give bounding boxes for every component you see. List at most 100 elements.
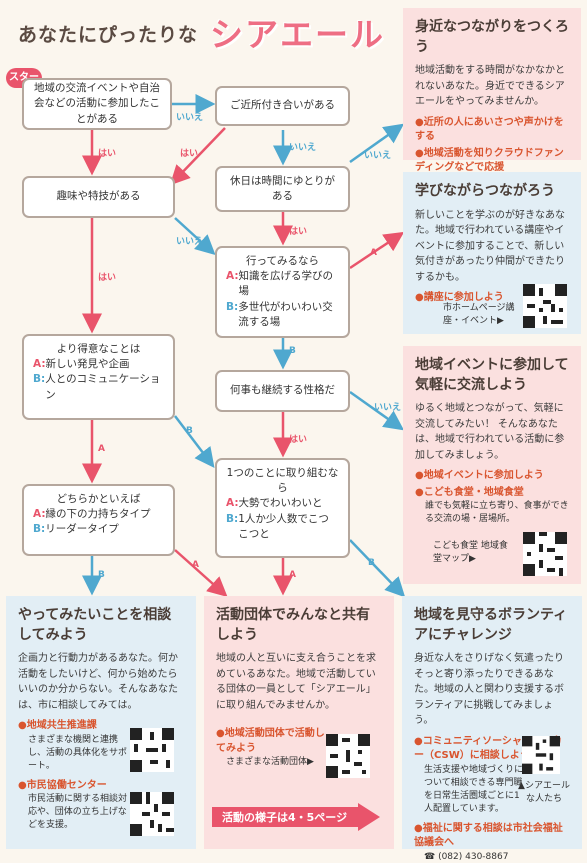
result-body: 地域の人と互いに支え合うことを求めているあなた。地域で活動している団体の一員とし… [216, 653, 376, 711]
result-bullet: ●地域活動を知りクラウドファンディングなどで応援 [415, 147, 564, 174]
label-yes: はい [98, 149, 117, 159]
result-bullet-note: 誰でも気軽に立ち寄り、食事ができる交流の場・居場所。 [425, 501, 569, 525]
label-no: いいえ [176, 113, 204, 123]
question-text: 休日は時間にゆとりがある [230, 174, 335, 202]
groups-link[interactable]: さまざまな活動団体▶ [226, 757, 314, 768]
option-a-key: A: [226, 497, 239, 510]
label-a: A [370, 248, 377, 258]
label-no: いいえ [289, 143, 317, 153]
option-b-key: B: [226, 300, 239, 313]
option-b: リーダータイプ [45, 523, 119, 536]
option-b-key: B: [33, 373, 46, 386]
result-panel-consult: やってみたいことを相談してみよう 企画力と行動力があるあなた。何か活動をしたいけ… [6, 596, 196, 849]
option-a: 新しい発見や企画 [45, 358, 130, 371]
qr-code-icon[interactable] [522, 736, 560, 774]
label-yes: はい [289, 227, 308, 237]
qr-code-icon[interactable] [523, 284, 567, 328]
qr-code-icon[interactable] [130, 792, 174, 836]
city-website-link[interactable]: 市ホームページ講座・イベント▶ [443, 303, 515, 326]
label-b: B [289, 346, 296, 356]
option-b: 多世代がわいわい交流する場 [238, 300, 333, 328]
phone-number: ☎ (082) 430-8867 [424, 851, 509, 862]
result-bullet: ●講座に参加しよう [415, 292, 504, 304]
option-a-key: A: [226, 270, 239, 283]
question-text: 何事も継続する性格だ [230, 384, 335, 397]
result-panel-close-ties: 身近なつながりをつくろう 地域活動をする時間がなかなかとれないあなた。身近ででき… [403, 8, 581, 173]
result-body: 新しいことを学ぶのが好きなあなた。地域で行われている講座やイベントに参加すること… [415, 209, 565, 283]
label-a: A [289, 570, 296, 580]
result-bullet: ●地域イベントに参加しよう [415, 470, 544, 482]
result-bullet: ●市民協働センター [18, 779, 107, 791]
result-bullet: ●近所の人にあいさつや声かけをする [415, 116, 564, 143]
question-text: 趣味や特技がある [56, 190, 141, 203]
result-panel-learn: 学びながらつながろう 新しいことを学ぶのが好きなあなた。地域で行われている講座や… [403, 172, 581, 334]
result-body: 企画力と行動力があるあなた。何か活動をしたいけど、何から始めたらいいのか分からな… [18, 653, 178, 711]
question-text: より得意なことは [56, 343, 141, 355]
result-title: 身近なつながりをつくろう [415, 19, 569, 55]
qr-code-icon[interactable] [130, 728, 174, 772]
result-body: ゆるく地域とつながって、気軽に交流してみたい！ そんなあなたは、地域で行われてい… [415, 403, 565, 461]
page-link-arrow-icon[interactable] [212, 803, 380, 831]
qr-code-icon[interactable] [523, 532, 567, 576]
option-a: 大勢でわいわいと [238, 497, 323, 510]
result-body: 身近な人をさりげなく気遣ったりそっと寄り添ったりできるあなた。地域の人と関わり支… [414, 653, 564, 727]
question-local-events: 地域の交流イベントや自治会などの活動に参加したことがある [22, 78, 172, 130]
option-b: 人とのコミュニケーション [45, 373, 161, 401]
option-a-key: A: [33, 358, 46, 371]
result-title: 地域イベントに参加して気軽に交流しよう [415, 357, 569, 393]
result-title: 活動団体でみんなと共有しよう [216, 607, 370, 643]
result-title: 地域を見守るボランティアにチャレンジ [414, 607, 568, 643]
result-panel-volunteer: 地域を見守るボランティアにチャレンジ 身近な人をさりげなく気遣ったりそっと寄り添… [402, 596, 582, 862]
option-a: 知識を広げる学びの場 [238, 270, 334, 298]
label-b: B [368, 558, 375, 568]
result-bullet: ●コミュニティソーシャルワーカー（CSW）に相談しよう [414, 735, 562, 762]
label-b: B [98, 570, 105, 580]
label-yes: はい [180, 149, 199, 159]
label-no: いいえ [374, 403, 402, 413]
result-bullet: ●こども食堂・地域食堂 [415, 486, 524, 498]
question-text: ご近所付き合いがある [230, 99, 335, 112]
title-brand: シアエール [210, 15, 385, 54]
result-bullet-note: 生活支援や地域づくりについて相談できる専門職を日常生活圏域ごとに1人配置していま… [424, 764, 524, 814]
result-body: 地域活動をする時間がなかなかとれないあなた。身近でできるシアエールをやってみませ… [415, 65, 565, 108]
question-persistence: 何事も継続する性格だ [215, 370, 350, 412]
cafeteria-map-link[interactable]: こども食堂 地域食堂マップ▶ [433, 541, 508, 564]
people-link[interactable]: ▲シアエールな人たち [518, 781, 570, 804]
question-text: どちらかといえば [56, 493, 141, 505]
label-yes: はい [289, 435, 308, 445]
result-bullet: ●地域活動団体で活動してみよう [216, 728, 325, 754]
question-text: 地域の交流イベントや自治会などの活動に参加したことがある [34, 82, 160, 125]
result-bullet-note: 市民活動に関する相談対応や、団体の立ち上げなどを支援。 [28, 794, 128, 831]
label-b: B [186, 426, 193, 436]
title-lead: あなたにぴったりな [18, 24, 199, 46]
option-a-key: A: [33, 508, 46, 521]
result-bullet-note: さまざまな機関と連携し、活動の具体化をサポート。 [28, 734, 128, 771]
question-where-to-go: 行ってみるなら A:知識を広げる学びの場 B:多世代がわいわい交流する場 [215, 246, 350, 338]
question-neighbors: ご近所付き合いがある [215, 86, 350, 126]
question-text: 行ってみるなら [246, 255, 319, 267]
page-link-text[interactable]: 活動の様子は4・5ページ [222, 811, 348, 824]
result-title: 学びながらつながろう [415, 183, 555, 199]
result-title: やってみたいことを相談してみよう [18, 607, 172, 643]
question-text: 1つのことに取り組むなら [226, 467, 339, 495]
result-panel-groups: 活動団体でみんなと共有しよう 地域の人と互いに支え合うことを求めているあなた。地… [204, 596, 394, 849]
option-b-key: B: [226, 512, 239, 525]
question-type: どちらかといえば A:縁の下の力持ちタイプ B:リーダータイプ [22, 484, 175, 556]
option-a: 縁の下の力持ちタイプ [45, 508, 151, 521]
option-b-key: B: [33, 523, 46, 536]
result-panel-events: 地域イベントに参加して気軽に交流しよう ゆるく地域とつながって、気軽に交流してみ… [403, 346, 581, 584]
question-hobbies: 趣味や特技がある [22, 176, 175, 218]
label-no: いいえ [364, 151, 392, 161]
result-bullet: ●地域共生推進課 [18, 720, 97, 732]
qr-code-icon[interactable] [326, 734, 370, 778]
label-a: A [192, 560, 199, 570]
result-bullet: ●福祉に関する相談は市社会福祉協議会へ [414, 822, 563, 849]
label-a: A [98, 444, 105, 454]
question-strengths: より得意なことは A:新しい発見や企画 B:人とのコミュニケーション [22, 334, 175, 420]
label-yes: はい [98, 273, 117, 283]
option-b: 1人か少人数でこつこつと [238, 512, 329, 540]
question-free-time: 休日は時間にゆとりがある [215, 166, 350, 212]
label-no: いいえ [176, 237, 204, 247]
question-working-style: 1つのことに取り組むなら A:大勢でわいわいと B:1人か少人数でこつこつと [215, 458, 350, 558]
